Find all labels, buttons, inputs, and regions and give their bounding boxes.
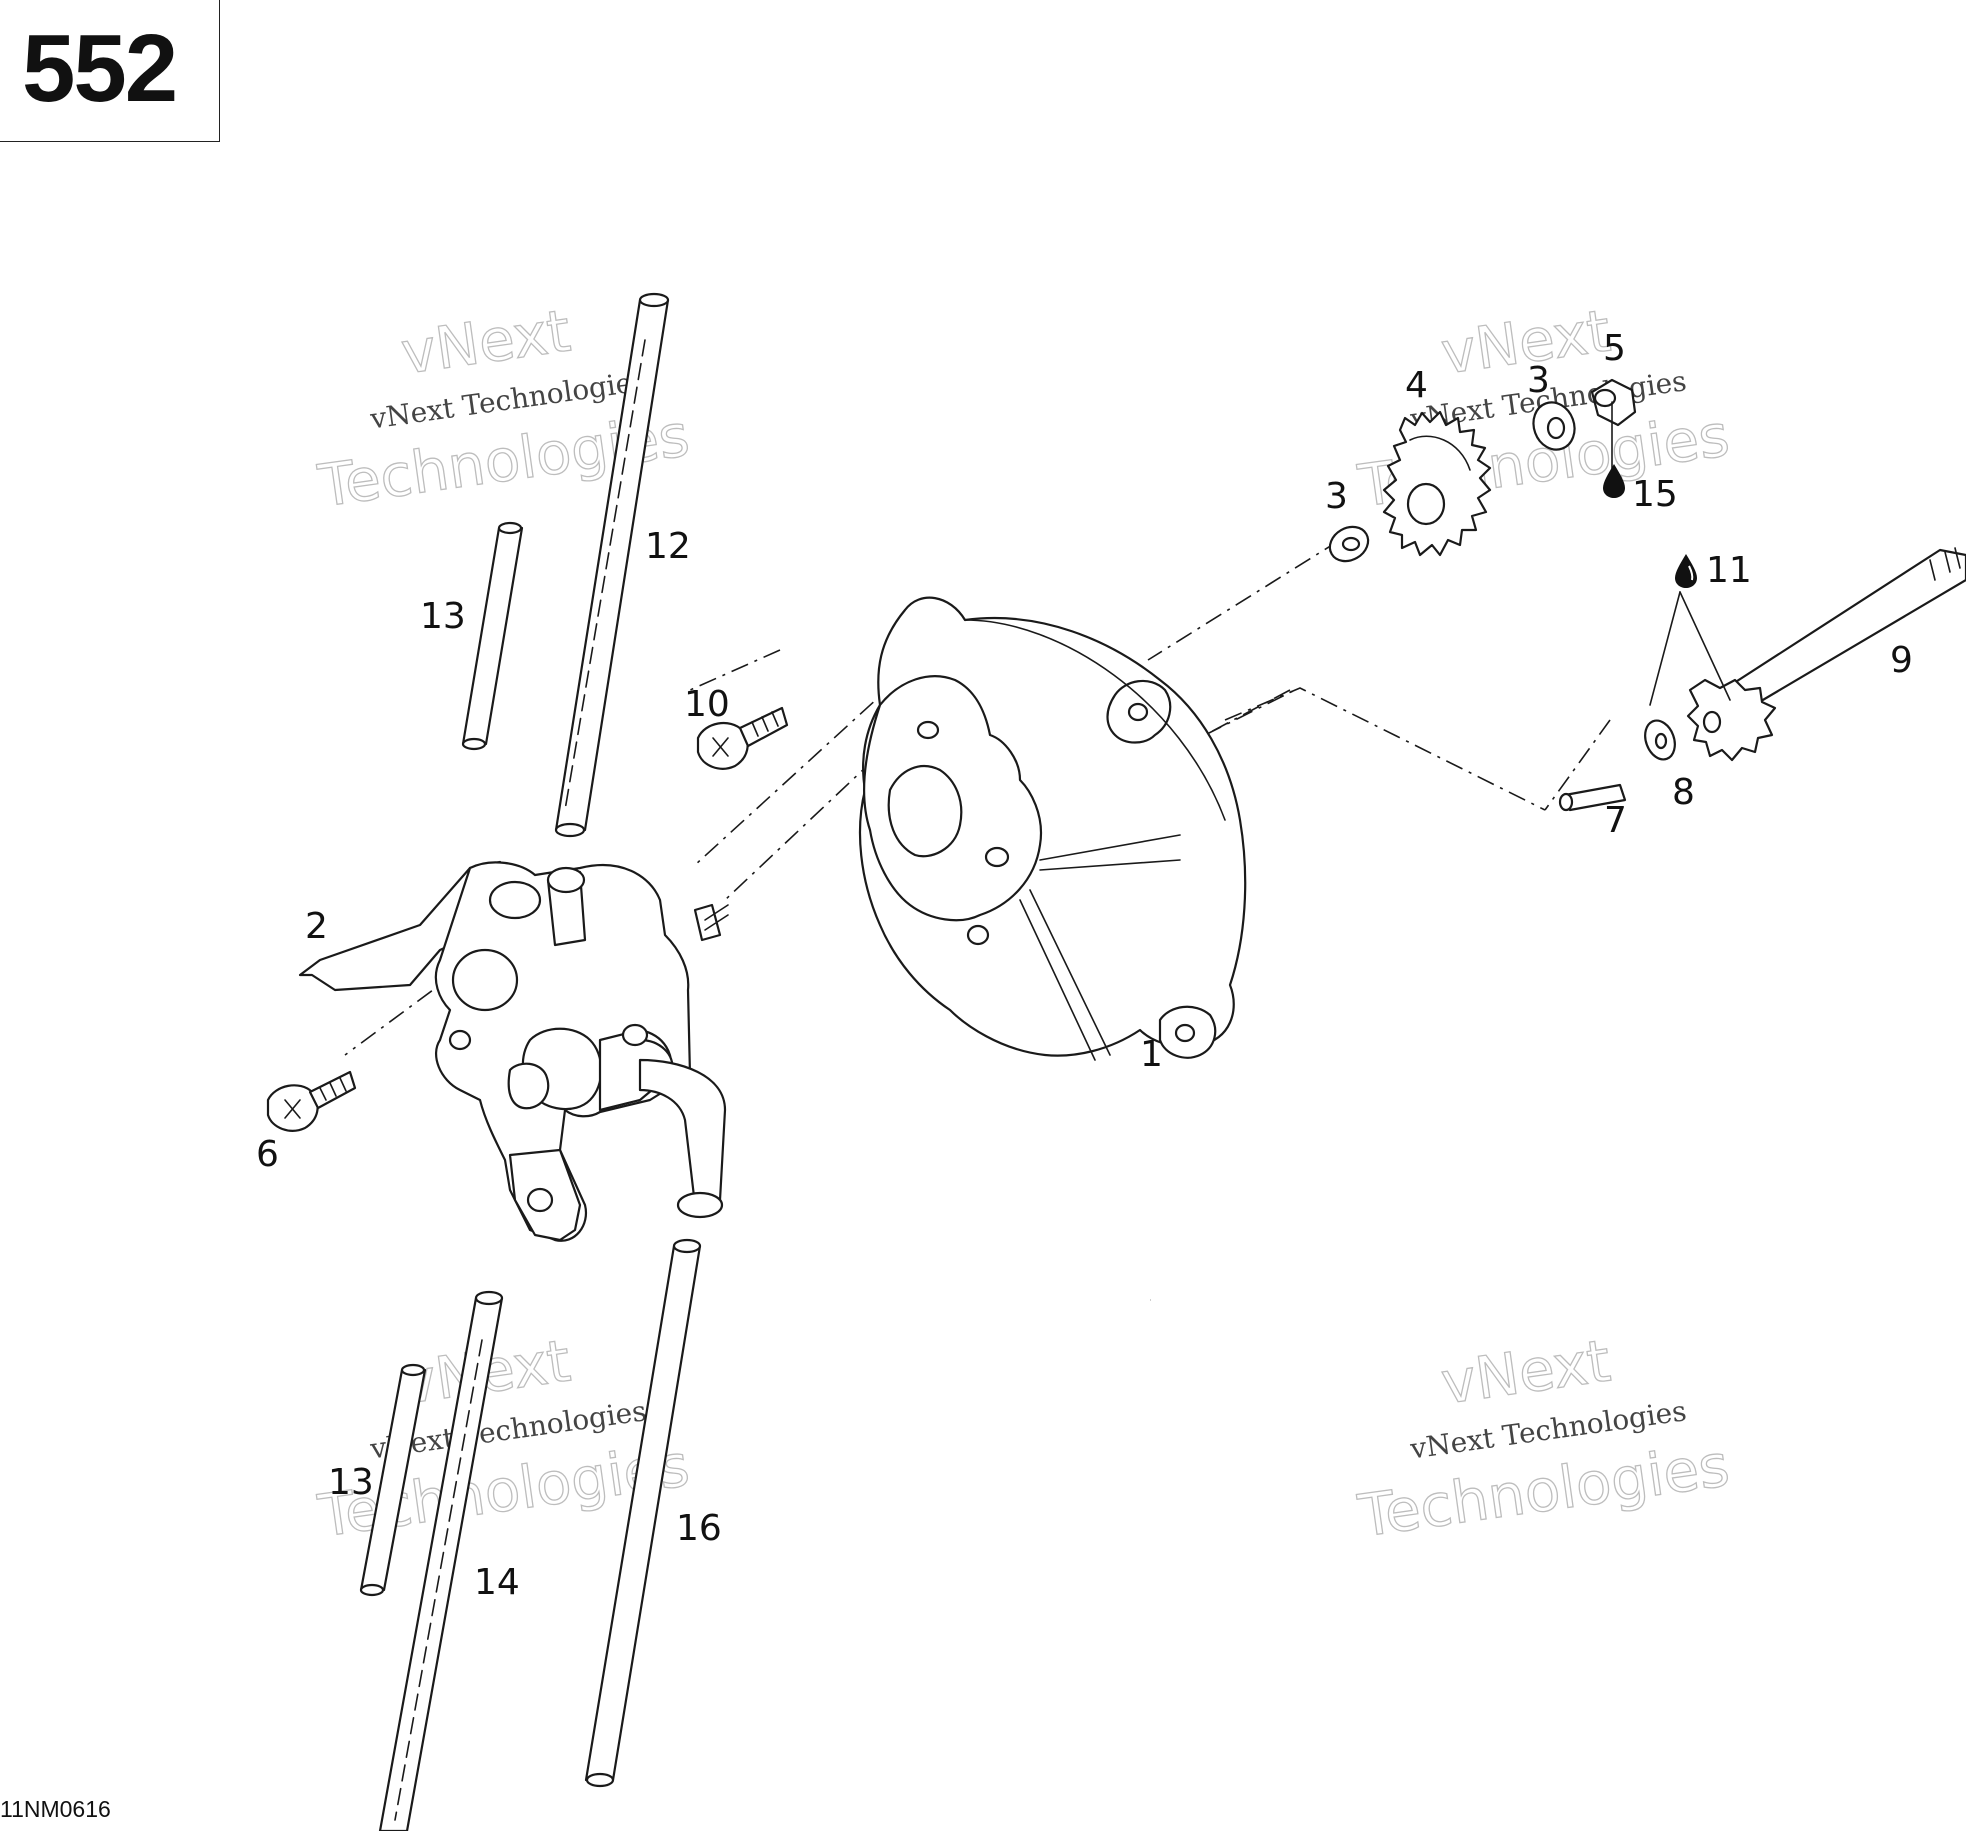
hose-16	[584, 1238, 702, 1788]
callout-9: 9	[1890, 640, 1913, 681]
hose-14	[378, 1290, 504, 1831]
callout-5: 5	[1603, 328, 1626, 369]
callout-13-lower: 13	[328, 1462, 374, 1503]
washer-3-right	[1532, 401, 1576, 451]
callout-15: 15	[1632, 474, 1678, 515]
nut-5	[1590, 378, 1637, 427]
page-number-box: 552	[0, 0, 220, 142]
callout-16: 16	[676, 1508, 722, 1549]
screw-6	[266, 1070, 357, 1132]
shaft-9	[1686, 547, 1966, 762]
page-number: 552	[22, 15, 178, 122]
oil-pump	[298, 860, 729, 1242]
pin-7	[1558, 783, 1627, 812]
gear-4	[1382, 410, 1492, 557]
callout-7: 7	[1604, 800, 1627, 841]
watermark-text-top: vNext	[397, 297, 574, 388]
oil-drop-icon	[1675, 554, 1697, 588]
callout-14: 14	[474, 1562, 520, 1603]
callout-4: 4	[1405, 365, 1428, 406]
pump-housing	[858, 596, 1247, 1061]
hose-13-upper	[461, 521, 524, 751]
hose-13-lower	[359, 1363, 427, 1597]
callout-10: 10	[684, 684, 730, 725]
callout-13-upper: 13	[420, 596, 466, 637]
callout-8: 8	[1672, 772, 1695, 813]
callout-12: 12	[645, 526, 691, 567]
washer-3-left	[1328, 525, 1370, 563]
callouts: 1 2 3 3 4 5 6 7 8 9 10 11 12 13 13 14 15…	[256, 328, 1913, 1603]
callout-3-left: 3	[1325, 476, 1348, 517]
callout-11: 11	[1706, 550, 1752, 591]
screw-10	[696, 706, 789, 770]
oil-drop-icon	[1603, 464, 1625, 498]
callout-1: 1	[1140, 1034, 1163, 1075]
hose-12	[554, 292, 670, 838]
watermark-bottom-right: vNext vNext Technologies Technologies	[1353, 1326, 1734, 1551]
callout-3-right: 3	[1527, 360, 1550, 401]
drawing-code: 11NM0616	[0, 1796, 111, 1822]
watermark-text-top: vNext	[1437, 1327, 1614, 1418]
callout-6: 6	[256, 1134, 279, 1175]
leader-lines	[1611, 401, 1731, 706]
callout-2: 2	[305, 906, 328, 947]
watermark-text-top: vNext	[1437, 297, 1614, 388]
washer-8	[1644, 719, 1676, 761]
